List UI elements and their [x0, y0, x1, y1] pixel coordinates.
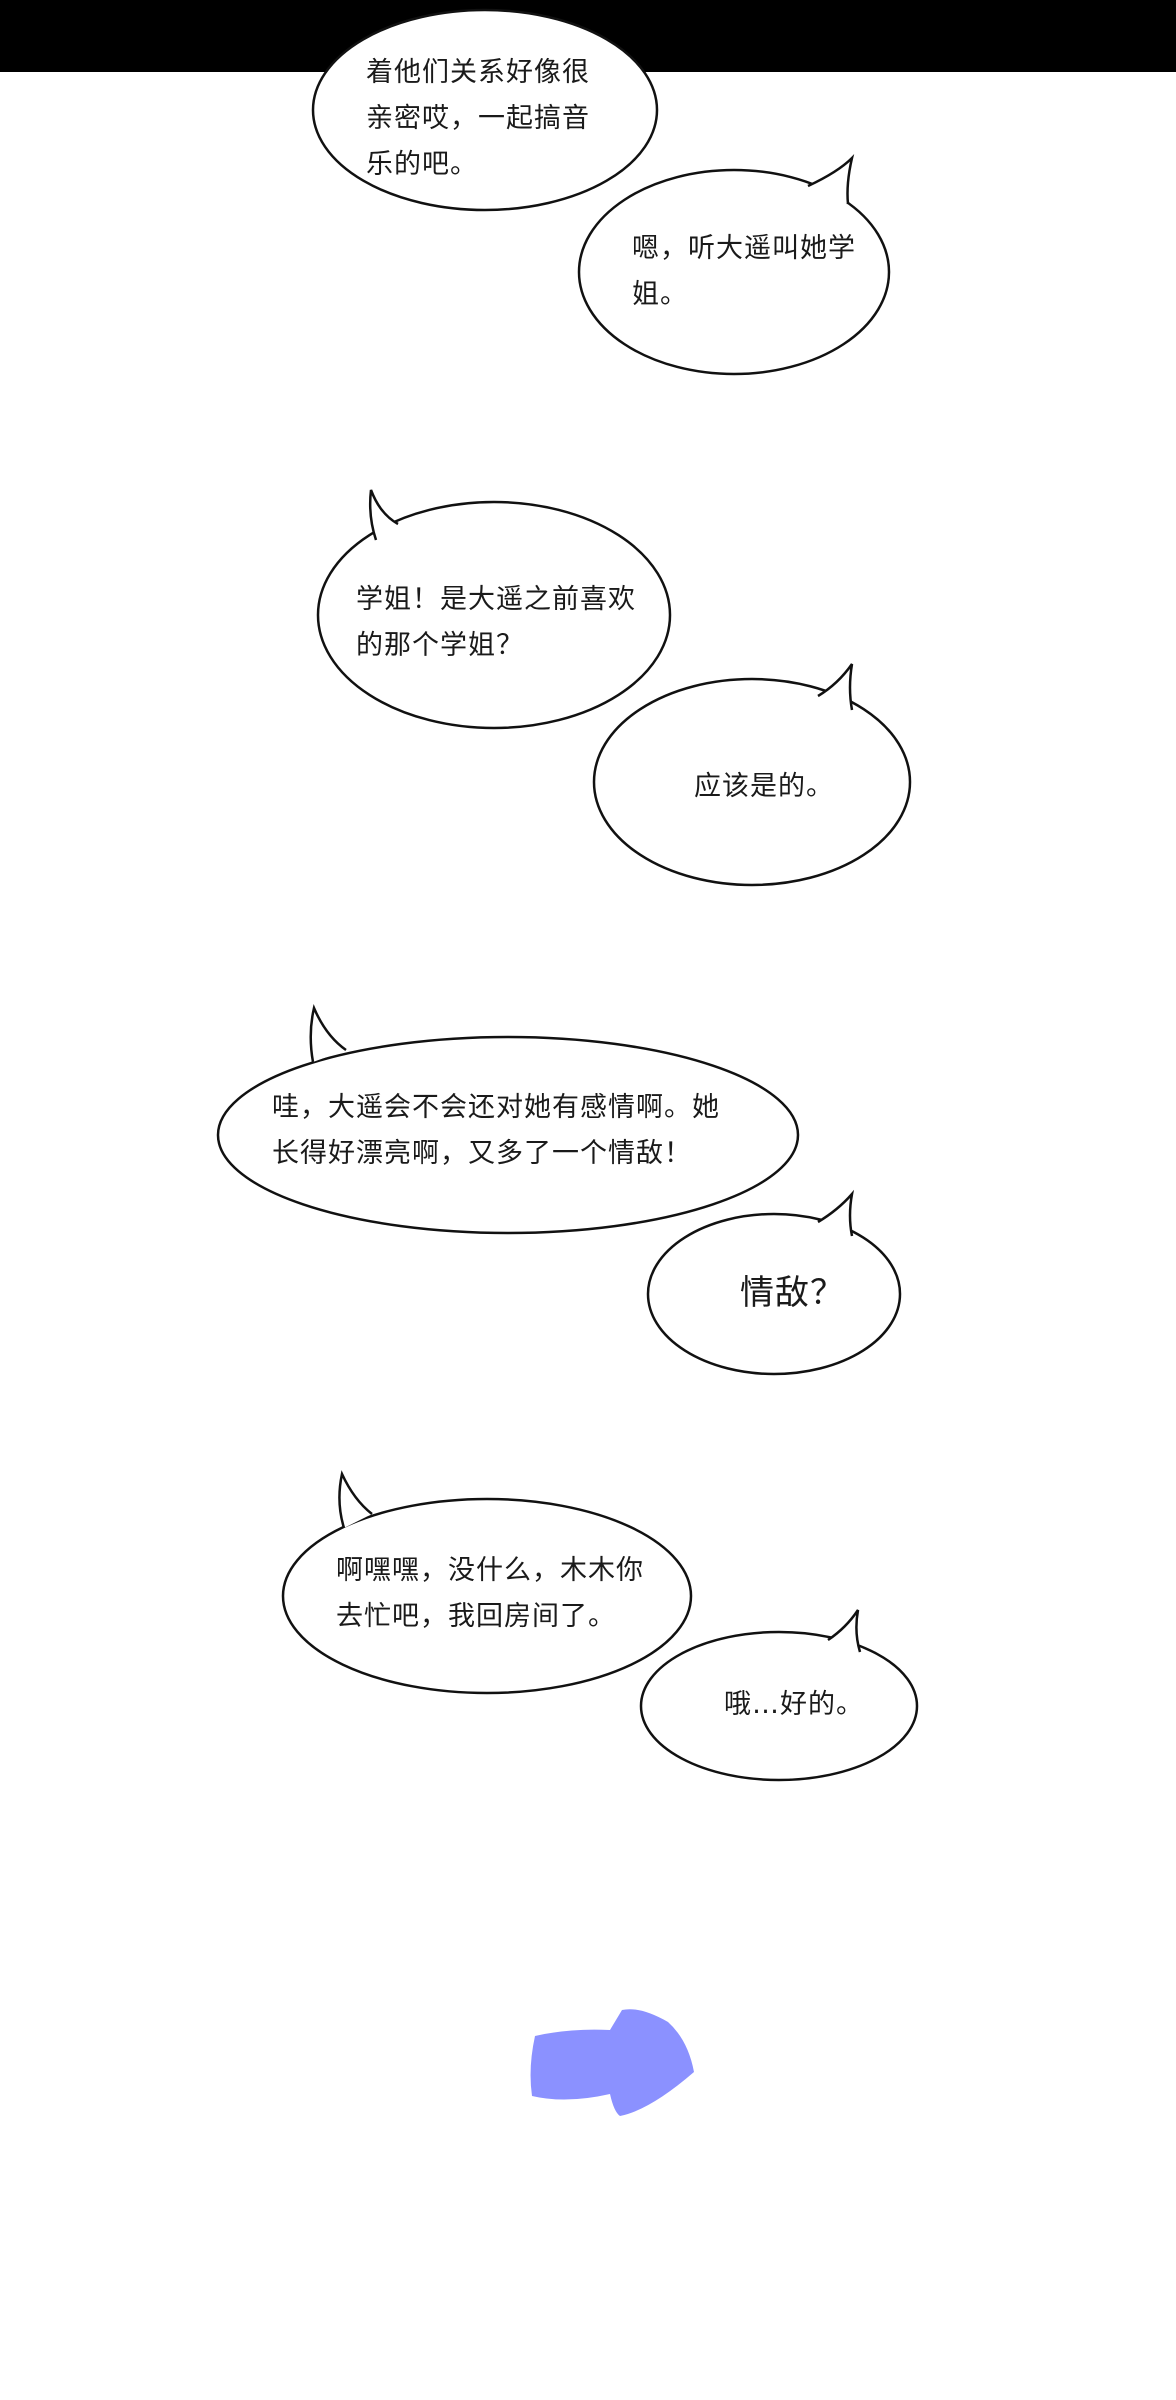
speech-bubble-3-text: 学姐！是大遥之前喜欢 的那个学姐？ — [356, 577, 636, 669]
speech-bubble-6 — [646, 1189, 902, 1376]
bubble-line: 嗯，听大遥叫她学 — [632, 233, 856, 264]
speech-bubble-3 — [316, 489, 672, 730]
speech-bubble-6-text: 情敌？ — [740, 1270, 845, 1316]
bubble-line: 学姐！是大遥之前喜欢 — [356, 584, 636, 615]
speech-bubble-8 — [639, 1609, 919, 1782]
bubble-line: 的那个学姐？ — [356, 630, 524, 661]
speech-bubble-7 — [281, 1470, 693, 1695]
speech-bubble-4-text: 应该是的。 — [694, 764, 834, 810]
speech-bubble-5-text: 哇，大遥会不会还对她有感情啊。她 长得好漂亮啊，又多了一个情敌！ — [272, 1085, 720, 1177]
speech-bubble-2 — [577, 154, 891, 376]
bubble-line: 长得好漂亮啊，又多了一个情敌！ — [272, 1138, 692, 1169]
bubble-line: 啊嘿嘿，没什么，木木你 — [336, 1555, 644, 1586]
bubble-line: 去忙吧，我回房间了。 — [336, 1601, 616, 1632]
speech-bubble-2-text: 嗯，听大遥叫她学 姐。 — [632, 226, 856, 318]
bubble-line: 哇，大遥会不会还对她有感情啊。她 — [272, 1092, 720, 1123]
speech-bubble-4 — [592, 663, 912, 887]
speech-bubble-5 — [216, 1003, 800, 1235]
speech-bubble-8-text: 哦…好的。 — [724, 1682, 864, 1728]
bubble-line: 着他们关系好像很 — [366, 57, 590, 88]
bubble-line: 亲密哎，一起搞音 — [366, 103, 590, 134]
bubble-line: 应该是的。 — [694, 771, 834, 802]
bubble-line: 姐。 — [632, 279, 688, 310]
bubble-line: 乐的吧。 — [366, 149, 478, 180]
speech-bubble-7-text: 啊嘿嘿，没什么，木木你 去忙吧，我回房间了。 — [336, 1548, 644, 1640]
speech-bubble-1 — [311, 8, 659, 212]
next-arrow-icon[interactable] — [530, 2009, 694, 2116]
speech-bubble-1-text: 着他们关系好像很 亲密哎，一起搞音 乐的吧。 — [366, 50, 590, 188]
bubble-line: 情敌？ — [740, 1273, 845, 1313]
bubble-line: 哦…好的。 — [724, 1689, 864, 1720]
